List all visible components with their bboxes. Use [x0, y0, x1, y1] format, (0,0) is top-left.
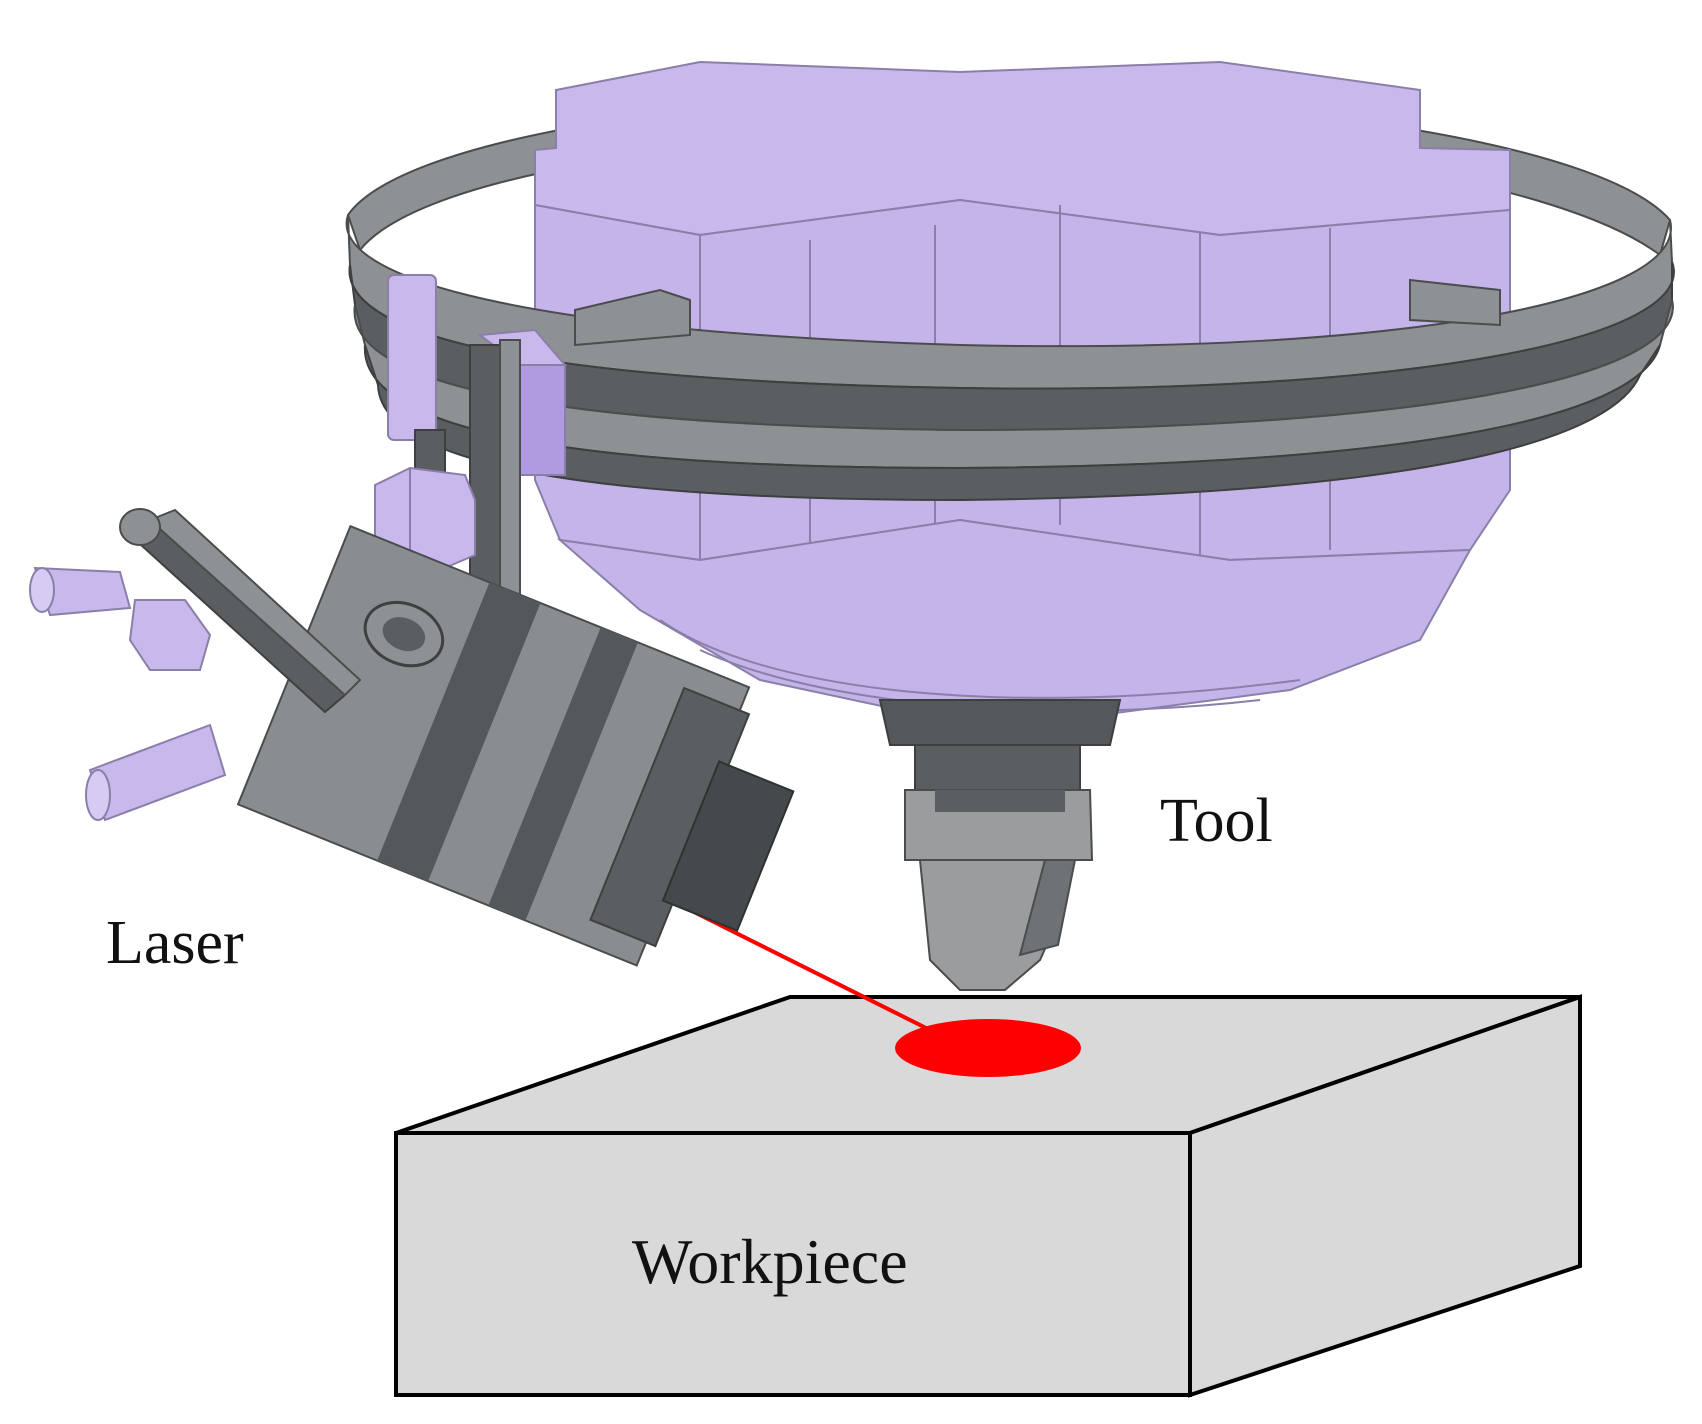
laser-fibre-arm — [29, 508, 362, 822]
ring-front — [345, 214, 1675, 502]
tool-collet-top — [878, 699, 1122, 746]
laser-beam — [669, 898, 961, 1047]
workpiece-side-face — [1188, 994, 1582, 1398]
workpiece-block — [394, 994, 1582, 1398]
workpiece-label: Workpiece — [632, 1226, 908, 1297]
tool-label: Tool — [1160, 787, 1273, 855]
laser-mount-bracket — [374, 274, 568, 611]
laser-label: Laser — [106, 909, 244, 977]
laser-spot — [895, 1019, 1081, 1077]
tool-assembly — [878, 699, 1122, 991]
tool-cutting-edge — [1018, 859, 1077, 957]
spindle-lower-taper — [556, 518, 1472, 717]
laser-head — [236, 524, 795, 967]
